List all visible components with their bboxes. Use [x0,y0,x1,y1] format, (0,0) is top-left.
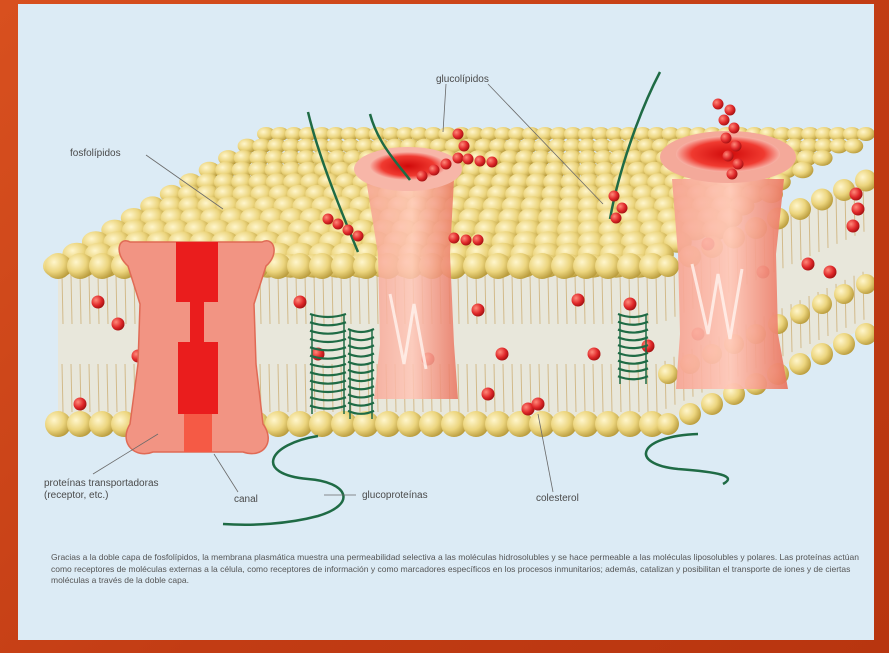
label-glucolipidos: glucolípidos [436,74,489,85]
transmembrane-protein-right [660,131,796,389]
label-proteinas: proteínas transportadoras (receptor, etc… [44,478,161,501]
caption-text: Gracias a la doble capa de fosfolípidos,… [51,552,861,587]
label-canal: canal [234,494,258,505]
label-fosfolipidos: fosfolípidos [70,148,121,159]
label-colesterol: colesterol [536,493,579,504]
label-glucoproteinas: glucoproteínas [362,490,428,501]
membrane-diagram: fosfolípidos glucolípidos proteínas tran… [18,4,874,544]
channel-protein-left [119,241,274,454]
diagram-panel: fosfolípidos glucolípidos proteínas tran… [18,4,874,640]
